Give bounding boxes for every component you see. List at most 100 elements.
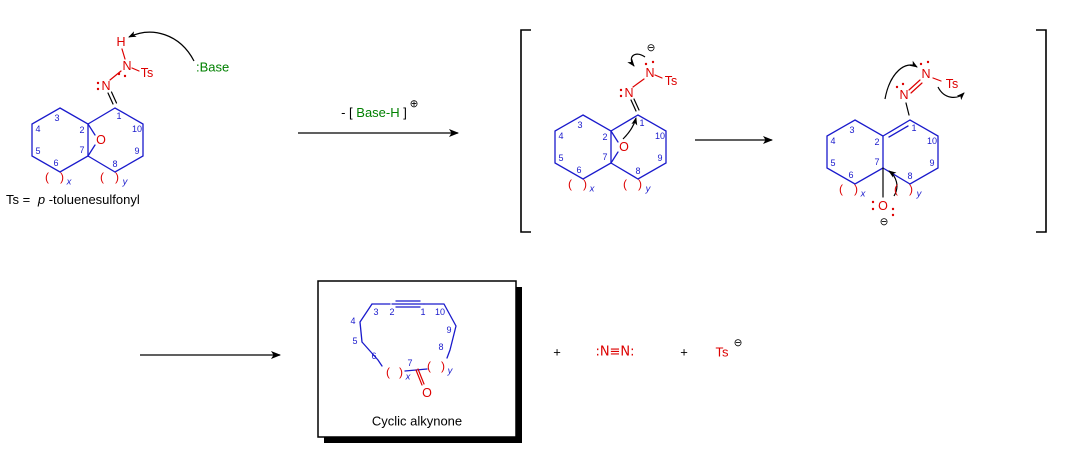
plus-sign: + (553, 345, 561, 360)
atom-number-2: 2 (602, 132, 607, 142)
atom-number-10: 10 (655, 131, 665, 141)
ring-bonds (554, 114, 667, 180)
atom-number-10: 10 (435, 307, 445, 317)
subscript-x: x (589, 184, 596, 195)
atom-number-9: 9 (657, 153, 662, 163)
atom-number-1: 1 (116, 111, 121, 121)
ketone-oxygen-label: O (422, 386, 432, 400)
lone-pair-dots (871, 60, 930, 217)
plus-sign: + (680, 345, 688, 360)
hydrogen-label: H (116, 35, 125, 49)
atom-number-4: 4 (35, 124, 40, 134)
structure-reactant-tosylhydrazone: N N H Ts O :Base 1 2 3 4 5 6 7 8 9 10 ( … (31, 31, 229, 188)
reaction-condition: - [ Base-H ] (341, 105, 407, 120)
minus-charge: ⊖ (647, 42, 656, 54)
atom-number-6: 6 (576, 165, 581, 175)
lone-pair-dots (96, 72, 127, 91)
right-paren: ) (60, 170, 64, 184)
tosyl-label: Ts (141, 66, 154, 80)
left-paren: ( (427, 359, 431, 373)
subscript-y: y (447, 366, 454, 377)
plus-charge: ⊕ (410, 98, 419, 110)
lone-pair-push-arrow (627, 53, 646, 67)
atom-number-7: 7 (79, 145, 84, 155)
alkoxide-oxygen-label: O (878, 199, 888, 213)
tosyl-label: Ts (665, 74, 678, 88)
tosyl-label: Ts (946, 77, 959, 91)
left-paren: ( (45, 170, 49, 184)
atom-number-5: 5 (830, 158, 835, 168)
right-bracket (1036, 29, 1047, 233)
atom-number-5: 5 (352, 336, 357, 346)
hydrazone-bonds (630, 74, 663, 112)
base-label: :Base (196, 60, 229, 75)
diazo-bonds (882, 77, 942, 198)
subscript-x: x (66, 177, 73, 188)
atom-number-6: 6 (53, 158, 58, 168)
epoxide-oxygen-label: O (619, 140, 629, 154)
product-box-label: Cyclic alkynone (372, 414, 462, 429)
subscript-y: y (122, 177, 129, 188)
subscript-x: x (405, 372, 412, 383)
atom-number-2: 2 (874, 137, 879, 147)
atom-number-2: 2 (79, 125, 84, 135)
right-paren: ) (441, 359, 445, 373)
structure-intermediate-anion: N N Ts O ⊖ 1 2 3 4 5 6 7 8 9 10 ( ) x ( … (554, 42, 678, 195)
atom-number-4: 4 (830, 136, 835, 146)
byproducts: + :N≡N: + Ts ⊖ (553, 337, 742, 360)
atom-number-7: 7 (602, 152, 607, 162)
ring-bonds (31, 107, 144, 173)
atom-number-8: 8 (635, 166, 640, 176)
atom-number-3: 3 (54, 113, 59, 123)
atom-number-9: 9 (929, 158, 934, 168)
subscript-y: y (916, 189, 923, 200)
ts-definition: Ts = p -toluenesulfonyl (6, 192, 140, 207)
atom-number-9: 9 (134, 146, 139, 156)
atom-number-7: 7 (407, 358, 412, 368)
atom-number-6: 6 (371, 351, 376, 361)
dinitrogen-label: :N≡N: (595, 345, 634, 360)
atom-number-7: 7 (874, 157, 879, 167)
cyclic-alkynone-structure: O 1 2 3 4 5 6 7 8 9 10 ( ) x ( ) y (350, 300, 457, 400)
atom-number-5: 5 (35, 146, 40, 156)
alkoxide-push-arrow (888, 170, 898, 197)
right-paren: ) (583, 177, 587, 191)
left-paren: ( (386, 365, 390, 379)
atom-number-5: 5 (558, 153, 563, 163)
nitrogen-label: N (921, 67, 930, 81)
nitrogen-label: N (122, 59, 131, 73)
nitrogen-label: N (899, 88, 908, 102)
subscript-x: x (860, 189, 867, 200)
left-paren: ( (100, 170, 104, 184)
right-paren: ) (638, 177, 642, 191)
ring-bonds (826, 119, 939, 185)
atom-number-2: 2 (389, 307, 394, 317)
condition-species: Base-H (356, 105, 399, 120)
reaction-arrow-step1: - [ Base-H ] ⊕ (298, 98, 459, 137)
left-paren: ( (623, 177, 627, 191)
nitrogen-label: N (624, 86, 633, 100)
tosylate-label: Ts (716, 345, 730, 360)
ts-definition-p: p (37, 192, 45, 207)
atom-number-4: 4 (350, 316, 355, 326)
atom-number-9: 9 (446, 325, 451, 335)
right-paren: ) (115, 170, 119, 184)
hydrazone-bonds (107, 48, 140, 105)
atom-number-1: 1 (911, 123, 916, 133)
condition-pre: - [ (341, 105, 353, 120)
ts-definition-prefix: Ts = (6, 192, 30, 207)
atom-number-4: 4 (558, 131, 563, 141)
tosylate-leaving-arrow (937, 86, 965, 101)
structure-intermediate-alkoxide: N N Ts O ⊖ 1 2 3 4 5 6 7 8 9 10 ( ) x ( … (826, 60, 965, 228)
ts-definition-suffix: -toluenesulfonyl (49, 192, 140, 207)
atom-number-1: 1 (420, 307, 425, 317)
right-paren: ) (854, 182, 858, 196)
left-paren: ( (894, 182, 898, 196)
left-bracket (520, 29, 531, 233)
deprotonation-arrow (128, 31, 195, 62)
epoxide-oxygen-label: O (96, 133, 106, 147)
tosylate-minus-charge: ⊖ (734, 337, 743, 349)
nitrogen-push-arrow (884, 60, 918, 100)
